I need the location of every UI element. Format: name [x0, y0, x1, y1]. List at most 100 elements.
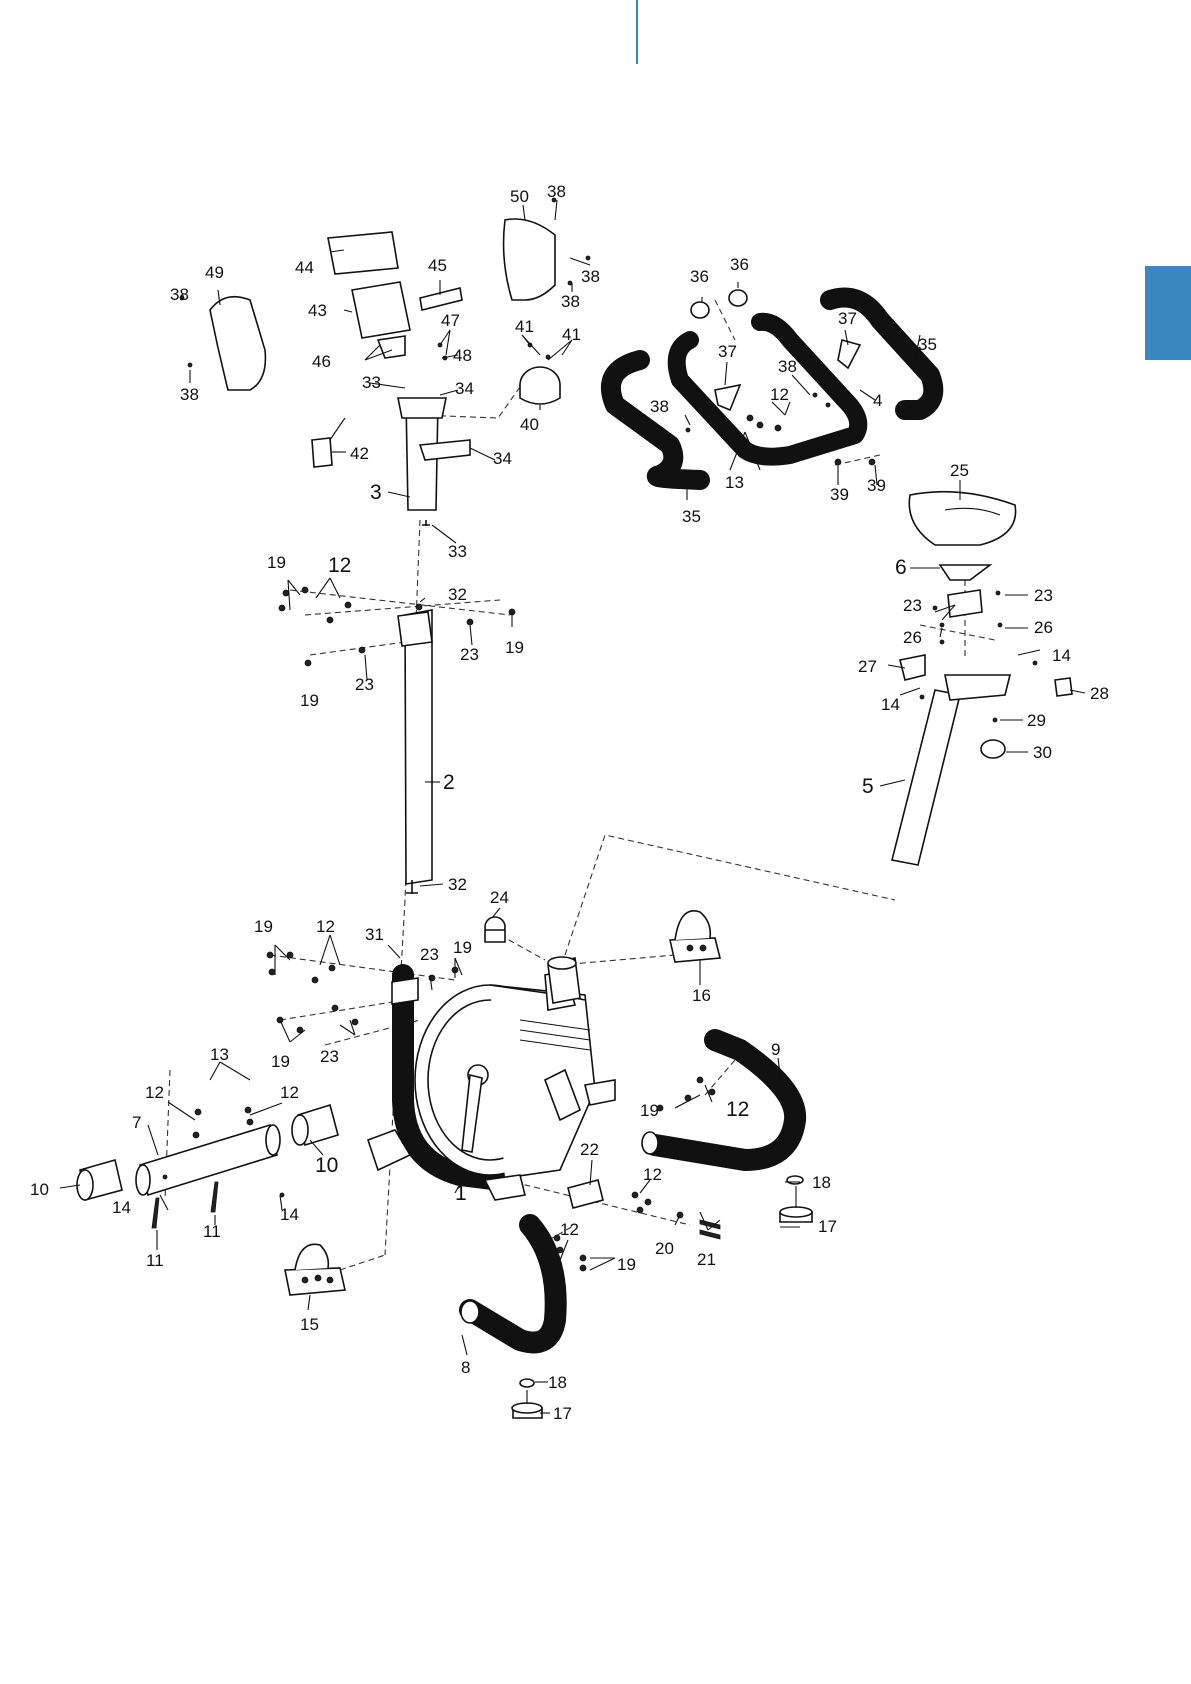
callout-10-right: 10 — [315, 1154, 338, 1177]
callout-23-upper-bottom: 23 — [355, 675, 374, 694]
callout-12-front-foot: 12 — [560, 1220, 579, 1239]
callout-14-rear-right: 14 — [280, 1205, 299, 1224]
callout-18-side: 18 — [812, 1173, 831, 1192]
callout-4: 4 — [873, 391, 882, 410]
strip-part-45 — [420, 288, 462, 310]
callout-30: 30 — [1033, 743, 1052, 762]
callout-44: 44 — [295, 258, 314, 277]
callout-33-bottom: 33 — [448, 542, 467, 561]
callout-24: 24 — [490, 888, 509, 907]
callout-23-seat-left: 23 — [903, 596, 922, 615]
callout-35-right: 35 — [918, 335, 937, 354]
callout-38-top: 38 — [547, 182, 566, 201]
callout-12-handlebar: 12 — [770, 385, 789, 404]
callout-5: 5 — [862, 775, 874, 798]
seat-post-part-5 — [892, 675, 1072, 865]
callout-14-seat-lower: 14 — [881, 695, 900, 714]
callout-19-lower-bottom: 19 — [271, 1052, 290, 1071]
callout-38-cover-right: 38 — [581, 267, 600, 286]
callout-19-front-foot: 19 — [617, 1255, 636, 1274]
callout-32-bottom: 32 — [448, 875, 467, 894]
callout-2: 2 — [443, 771, 455, 794]
callout-13-handlebar: 13 — [725, 473, 744, 492]
console-mast-part-3 — [398, 398, 470, 526]
callout-38-left-top: 38 — [170, 285, 189, 304]
callout-12-bracket: 12 — [643, 1165, 662, 1184]
callout-13-rear: 13 — [210, 1045, 229, 1064]
motor-part-40 — [520, 367, 560, 404]
callout-35-left: 35 — [682, 507, 701, 526]
callout-28: 28 — [1090, 684, 1109, 703]
console-plate-part-44 — [328, 232, 398, 274]
callout-18-front: 18 — [548, 1373, 567, 1392]
front-foot-part-8 — [461, 1225, 556, 1418]
callout-6: 6 — [895, 556, 907, 579]
callout-38-left-bottom: 38 — [180, 385, 199, 404]
cover-part-50 — [504, 219, 555, 300]
callout-15: 15 — [300, 1315, 319, 1334]
handlebar-part-4 — [677, 322, 859, 457]
callout-7: 7 — [132, 1113, 141, 1132]
callout-39-left: 39 — [830, 485, 849, 504]
callout-12-upper-post: 12 — [328, 554, 351, 577]
saddle-part-25 — [909, 492, 1015, 545]
callout-19-upper-bottom: 19 — [300, 691, 319, 710]
end-caps-part-36 — [691, 290, 747, 318]
callout-17-side: 17 — [818, 1217, 837, 1236]
callout-23-seat-right: 23 — [1034, 586, 1053, 605]
callout-37-right: 37 — [838, 309, 857, 328]
callout-22: 22 — [580, 1140, 599, 1159]
callout-42: 42 — [350, 444, 369, 463]
callout-12-rear-right: 12 — [280, 1083, 299, 1102]
right-pedal-part-16 — [670, 911, 720, 962]
cover-part-49 — [210, 297, 265, 390]
callout-19-lower-left: 19 — [254, 917, 273, 936]
callout-12-rear-left: 12 — [145, 1083, 164, 1102]
upright-post-part-2 — [398, 604, 432, 894]
callout-23-lower-bottom: 23 — [320, 1047, 339, 1066]
part-callouts: 1 2 3 4 5 6 7 8 9 10 10 11 11 12 12 12 1… — [30, 182, 1109, 1423]
callout-26-seat-left: 26 — [903, 628, 922, 647]
callout-19-lower-right: 19 — [453, 938, 472, 957]
callout-32-top: 32 — [448, 585, 467, 604]
callout-31: 31 — [365, 925, 384, 944]
callout-38-handlebar-left: 38 — [650, 397, 669, 416]
callout-9: 9 — [771, 1040, 780, 1059]
callout-36-left: 36 — [690, 267, 709, 286]
callout-41-right: 41 — [562, 325, 581, 344]
main-frame-part-1 — [368, 957, 615, 1200]
callout-33-top: 33 — [362, 373, 381, 392]
callout-12-side-foot: 12 — [726, 1098, 749, 1121]
callout-14-rear-left: 14 — [112, 1198, 131, 1217]
callout-19-upper-left: 19 — [267, 553, 286, 572]
callout-23-lower-top: 23 — [420, 945, 439, 964]
callout-8: 8 — [461, 1358, 470, 1377]
callout-23-upper-right: 23 — [460, 645, 479, 664]
callout-50: 50 — [510, 187, 529, 206]
sensor-part-42 — [312, 418, 345, 467]
callout-39-right: 39 — [867, 476, 886, 495]
callout-43: 43 — [308, 301, 327, 320]
callout-25: 25 — [950, 461, 969, 480]
callout-11-center: 11 — [203, 1222, 221, 1241]
callout-38-cover-bottom: 38 — [561, 292, 580, 311]
callout-27: 27 — [858, 657, 877, 676]
callout-1: 1 — [455, 1182, 467, 1205]
callout-21: 21 — [697, 1250, 716, 1269]
side-foot-part-9 — [642, 1040, 812, 1222]
callout-11-left: 11 — [146, 1251, 164, 1270]
tension-knob-part-24 — [485, 917, 505, 942]
callout-36-right: 36 — [730, 255, 749, 274]
callout-48: 48 — [453, 346, 472, 365]
callout-12-lower-post: 12 — [316, 917, 335, 936]
callout-47: 47 — [441, 311, 460, 330]
bracket-part-46 — [378, 336, 405, 358]
left-pedal-part-15 — [285, 1244, 345, 1295]
callout-29: 29 — [1027, 711, 1046, 730]
callout-34-top: 34 — [455, 379, 474, 398]
callout-40: 40 — [520, 415, 539, 434]
callout-17-front: 17 — [553, 1404, 572, 1423]
callout-45: 45 — [428, 256, 447, 275]
console-plate-part-43 — [352, 282, 410, 338]
